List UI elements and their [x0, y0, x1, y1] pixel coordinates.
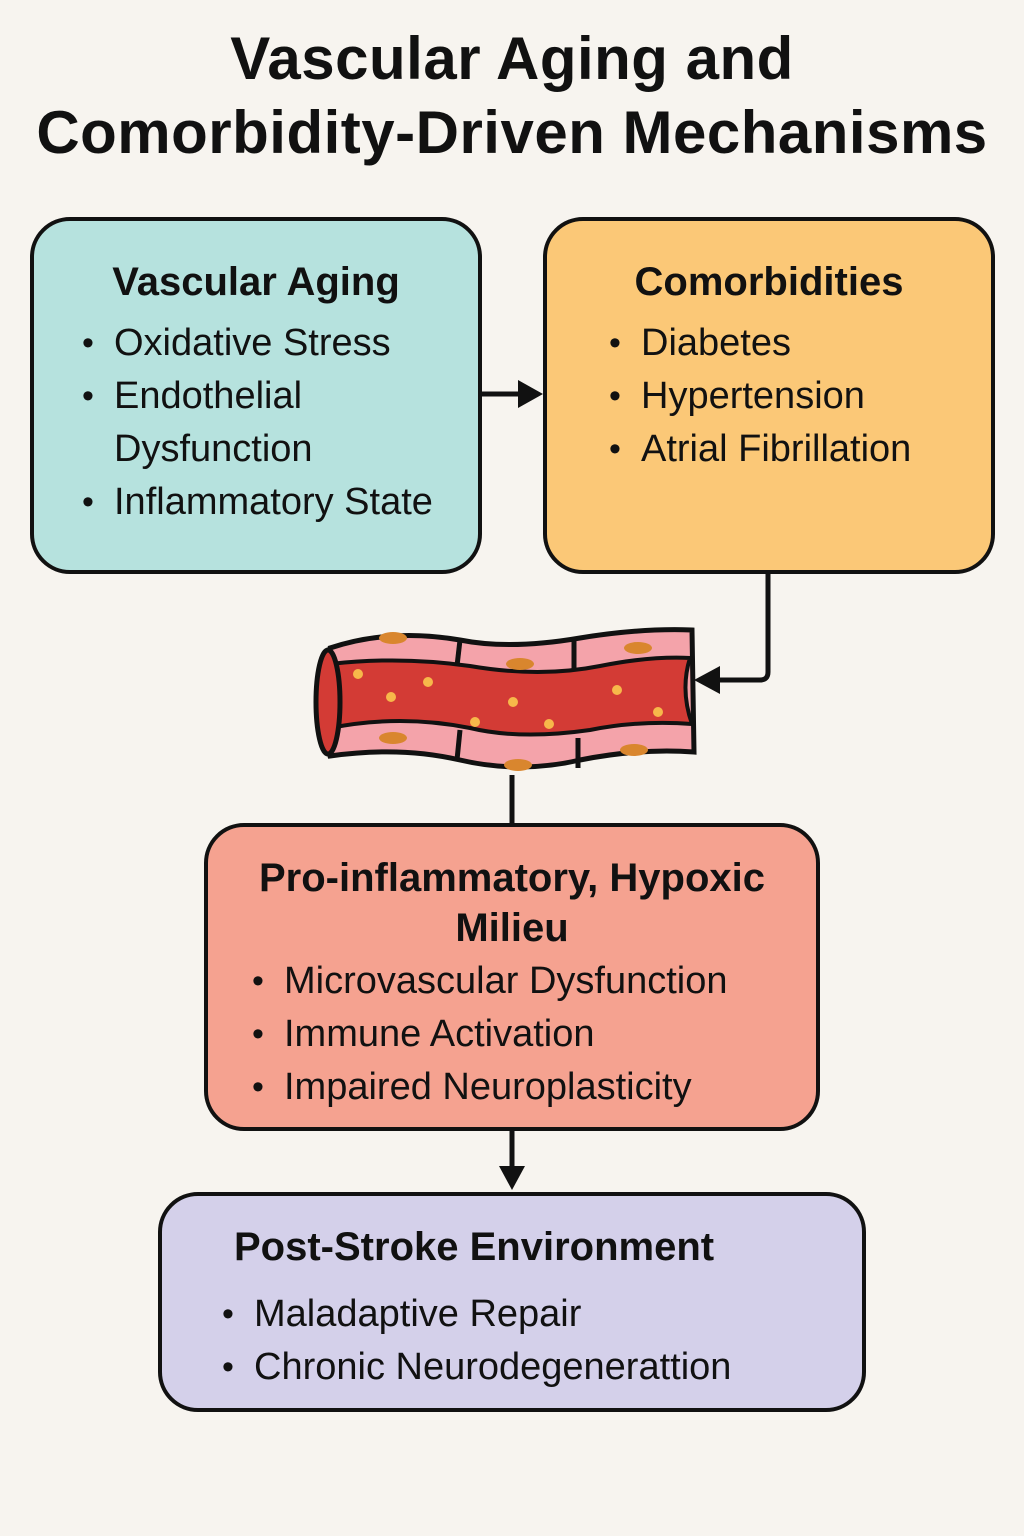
- nucleus: [379, 732, 407, 744]
- blood-cell: [470, 717, 480, 727]
- list-item: Hypertension: [609, 370, 991, 423]
- comorbidities-list: Diabetes Hypertension Atrial Fibrillatio…: [609, 317, 991, 476]
- blood-cell: [353, 669, 363, 679]
- comorbidities-heading: Comorbidities: [634, 260, 904, 304]
- title-line-2: Comorbidity-Driven Mechanisms: [36, 99, 988, 166]
- diagram-title: Vascular Aging and Comorbidity-Driven Me…: [0, 22, 1024, 170]
- arrow-comorbidities-to-vessel: [694, 574, 771, 694]
- list-item: Atrial Fibrillation: [609, 423, 991, 476]
- vascular-aging-list: Oxidative Stress Endothelial Dysfunction…: [82, 317, 478, 529]
- list-item: Maladaptive Repair: [222, 1288, 862, 1341]
- milieu-heading: Pro-inflammatory, Hypoxic Milieu: [258, 856, 766, 950]
- list-item: Chronic Neurodegenerattion: [222, 1341, 862, 1394]
- list-item: Diabetes: [609, 317, 991, 370]
- blood-cell: [544, 719, 554, 729]
- blood-cell: [653, 707, 663, 717]
- milieu-box: Pro-inflammatory, Hypoxic Milieu Microva…: [204, 823, 820, 1131]
- post-stroke-heading: Post-Stroke Environment: [234, 1225, 715, 1269]
- list-item: Endothelial Dysfunction: [82, 370, 364, 476]
- title-line-1: Vascular Aging and: [230, 25, 794, 92]
- blood-cell: [612, 685, 622, 695]
- blood-cell: [508, 697, 518, 707]
- nucleus: [624, 642, 652, 654]
- nucleus: [379, 632, 407, 644]
- vascular-aging-box: Vascular Aging Oxidative Stress Endothel…: [30, 217, 482, 574]
- post-stroke-list: Maladaptive Repair Chronic Neurodegenera…: [222, 1288, 862, 1394]
- list-item: Impaired Neuroplasticity: [252, 1061, 816, 1114]
- list-item: Immune Activation: [252, 1008, 816, 1061]
- vascular-aging-heading: Vascular Aging: [112, 260, 400, 304]
- blood-cell: [386, 692, 396, 702]
- list-item: Oxidative Stress: [82, 317, 478, 370]
- post-stroke-box: Post-Stroke Environment Maladaptive Repa…: [158, 1192, 866, 1412]
- blood-cell: [423, 677, 433, 687]
- comorbidities-box: Comorbidities Diabetes Hypertension Atri…: [543, 217, 995, 574]
- list-item: Inflammatory State: [82, 476, 478, 529]
- nucleus: [620, 744, 648, 756]
- arrow-aging-to-comorbidities: [482, 380, 543, 408]
- list-item: Microvascular Dysfunction: [252, 955, 816, 1008]
- nucleus: [504, 759, 532, 771]
- blood-vessel-icon: [313, 627, 697, 771]
- nucleus: [506, 658, 534, 670]
- arrow-milieu-to-post-stroke: [499, 1131, 525, 1190]
- milieu-list: Microvascular Dysfunction Immune Activat…: [252, 955, 816, 1114]
